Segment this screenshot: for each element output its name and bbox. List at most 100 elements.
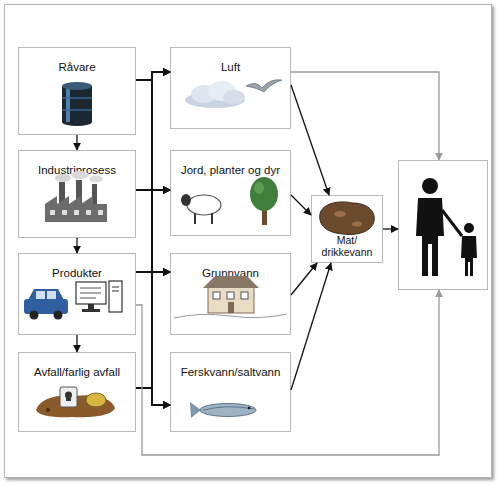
window: [98, 210, 103, 215]
fish-tail: [190, 402, 201, 418]
wheel: [54, 311, 63, 320]
process-box: Produkter: [18, 253, 136, 335]
food-blob: [320, 202, 375, 235]
window: [213, 292, 220, 299]
box-label: Produkter: [52, 267, 102, 280]
flow-arrow: [136, 190, 170, 272]
box-label: Ferskvann/saltvann: [181, 366, 281, 379]
products-icon: [24, 281, 122, 320]
flow-arrow: [136, 80, 170, 405]
flow-arrow: [136, 72, 170, 80]
house-roof: [203, 276, 259, 288]
skull-symbol: [65, 392, 72, 399]
seagull: [246, 80, 282, 92]
process-box: Ferskvann/saltvann: [170, 352, 291, 432]
box-label: Grunnvann: [202, 267, 259, 280]
adult-body: [416, 198, 444, 276]
drive-slot: [112, 291, 119, 292]
soil-icon: [181, 177, 278, 225]
barrel-band: [62, 109, 92, 111]
screen-line: [80, 298, 96, 299]
food-box: Mat/ drikkevann: [311, 195, 383, 263]
screen-line: [80, 288, 101, 289]
flow-arrow: [291, 85, 329, 195]
box-label: Luft: [221, 61, 240, 74]
process-box: Industriprosess: [18, 150, 136, 238]
flow-arrow: [76, 335, 77, 352]
sheep-body: [187, 195, 221, 215]
people-icon: [416, 178, 477, 276]
cloud: [223, 90, 245, 104]
flow-arrow: [136, 388, 170, 405]
flow-arrow: [76, 238, 77, 253]
waste-pile: [36, 395, 115, 417]
process-box: Luft: [170, 47, 291, 129]
food-patch: [334, 211, 346, 217]
window: [50, 210, 55, 215]
barrel-band: [62, 97, 92, 99]
chimney: [76, 180, 82, 204]
food-patch: [352, 222, 362, 227]
car-cab: [28, 289, 64, 300]
flow-arrow: [383, 228, 398, 229]
food-icon: [320, 202, 375, 235]
cloud: [185, 92, 245, 108]
monitor-base: [82, 309, 100, 312]
fish-body: [200, 404, 256, 417]
sheep-leg: [211, 213, 213, 224]
flow-arrow: [136, 272, 170, 405]
computer-tower: [109, 281, 122, 312]
box-label: Mat/ drikkevann: [312, 234, 382, 258]
car-window: [47, 291, 56, 299]
flow-arrow: [291, 263, 331, 390]
flow-arrow: [291, 263, 317, 295]
car-body: [24, 299, 68, 314]
flow-arrow: [136, 80, 170, 190]
factory-icon: [45, 171, 107, 222]
tree-trunk: [262, 205, 267, 225]
flow-arrow: [136, 290, 439, 455]
car-window: [36, 291, 45, 299]
process-box: Grunnvann: [170, 253, 291, 335]
window: [241, 292, 248, 299]
barrel-bottom: [62, 118, 92, 126]
flow-arrow: [136, 190, 170, 272]
air-icon: [185, 80, 282, 108]
flow-arrow: [136, 190, 170, 388]
flow-arrow: [291, 72, 439, 160]
adult-head: [422, 178, 438, 194]
window: [86, 210, 91, 215]
fish-eye: [248, 407, 251, 410]
tree-highlight: [254, 182, 264, 194]
oil-barrel: [62, 82, 92, 126]
waste-icon: [36, 387, 115, 417]
people-box: [398, 160, 488, 290]
factory-building: [45, 196, 107, 222]
child-head: [464, 223, 474, 233]
house-wall: [208, 287, 254, 313]
process-box: Jord, planter og dyr: [170, 150, 291, 236]
screen-line: [80, 293, 101, 294]
waste-drum: [60, 387, 77, 407]
fish-icon: [190, 402, 256, 418]
sheep-head: [181, 194, 191, 206]
door: [228, 302, 234, 313]
skull-jaw: [66, 398, 71, 401]
flow-arrow: [136, 72, 170, 190]
flow-arrow: [136, 72, 170, 388]
holding-arm: [442, 210, 462, 236]
smoke: [55, 174, 71, 182]
box-label: Industriprosess: [38, 164, 116, 177]
monitor: [76, 282, 106, 304]
ground-line: [174, 314, 287, 318]
monitor-stand: [88, 304, 94, 309]
barrel-top: [62, 82, 92, 90]
box-label: Råvare: [58, 61, 95, 74]
process-box: Avfall/farlig avfall: [18, 352, 136, 432]
child-body: [461, 236, 477, 276]
cloud: [208, 81, 236, 101]
window: [62, 210, 67, 215]
flow-arrow: [136, 272, 170, 388]
cloud: [191, 85, 217, 103]
